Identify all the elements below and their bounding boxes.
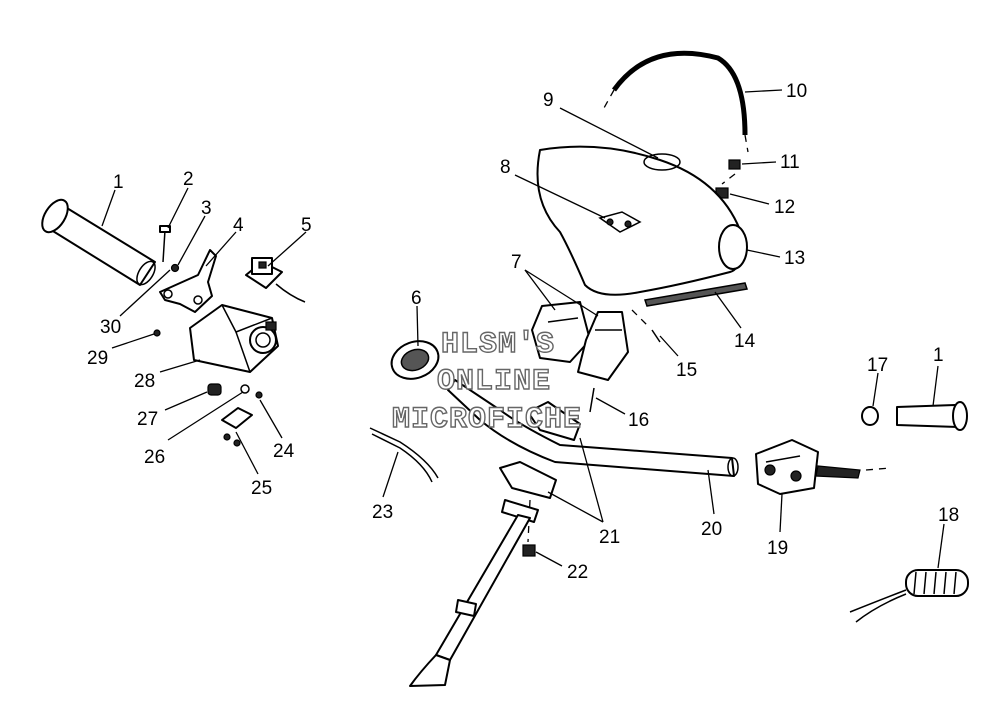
throttle-cable-part: [369, 427, 439, 483]
nut-part: [728, 159, 741, 170]
watermark-line-2: ONLINE: [437, 365, 551, 399]
callout-9: 9: [543, 90, 554, 111]
cover-part: [221, 407, 253, 447]
callout-6: 6: [411, 288, 422, 309]
callout-25: 25: [251, 478, 272, 499]
bracket-part: [159, 249, 217, 313]
callout-labels: 1 2 3 4 5 6 7 8 9 10 11 12 13 14 15 16 1…: [87, 81, 959, 583]
callout-24: 24: [273, 441, 295, 462]
callout-20: 20: [701, 519, 722, 540]
coiled-cord-part: [849, 569, 969, 623]
watermark-line-3: MICROFICHE: [392, 403, 582, 437]
callout-15: 15: [676, 360, 697, 381]
clamp-cover-part: [531, 301, 629, 381]
nut-part: [522, 544, 536, 557]
callout-23: 23: [372, 502, 393, 523]
callout-26: 26: [144, 447, 165, 468]
callout-4: 4: [233, 215, 244, 236]
left-grip-part: [41, 198, 156, 286]
callout-22: 22: [567, 562, 588, 583]
switch-part: [245, 257, 306, 303]
end-plug-part: [861, 406, 879, 426]
callout-11: 11: [780, 152, 800, 173]
clip-part: [153, 329, 161, 337]
callout-8: 8: [500, 157, 511, 178]
plug-part: [207, 383, 222, 396]
callout-27: 27: [137, 409, 158, 430]
callout-17: 17: [867, 355, 888, 376]
callout-29: 29: [87, 348, 108, 369]
bolt-part: [159, 225, 171, 263]
leader-lines: [101, 89, 945, 569]
callout-18: 18: [938, 505, 959, 526]
screw-part: [255, 391, 263, 399]
callout-1: 1: [113, 172, 124, 193]
callout-1-right: 1: [933, 345, 944, 366]
handlebar-part: [447, 379, 739, 477]
callout-16: 16: [628, 410, 649, 431]
cable-part: [611, 50, 748, 136]
watermark-line-1: HLSM'S: [441, 328, 555, 362]
o-ring-part: [240, 384, 250, 394]
callout-14: 14: [734, 331, 756, 352]
steering-post-part: [409, 499, 539, 687]
callout-28: 28: [134, 371, 155, 392]
handlebar-pad-part: [536, 145, 748, 296]
callout-21: 21: [599, 527, 620, 548]
bolt-part: [589, 387, 595, 413]
washer-part: [170, 263, 180, 273]
callout-12: 12: [774, 197, 795, 218]
callout-5: 5: [301, 215, 312, 236]
callout-3: 3: [201, 198, 212, 219]
clamp-part: [499, 401, 581, 499]
callout-30: 30: [100, 317, 121, 338]
strip-part: [644, 282, 748, 307]
switch-housing-part: [755, 439, 891, 495]
watermark: HLSM'S ONLINE MICROFICHE: [391, 327, 582, 437]
end-cap-part: [390, 340, 440, 380]
callout-19: 19: [767, 538, 788, 559]
callout-2: 2: [183, 169, 194, 190]
callout-7: 7: [511, 252, 522, 273]
callout-13: 13: [784, 248, 805, 269]
callout-10: 10: [786, 81, 807, 102]
screw-part: [651, 329, 661, 343]
throttle-housing-part: [189, 304, 279, 373]
right-grip-part: [896, 401, 968, 431]
